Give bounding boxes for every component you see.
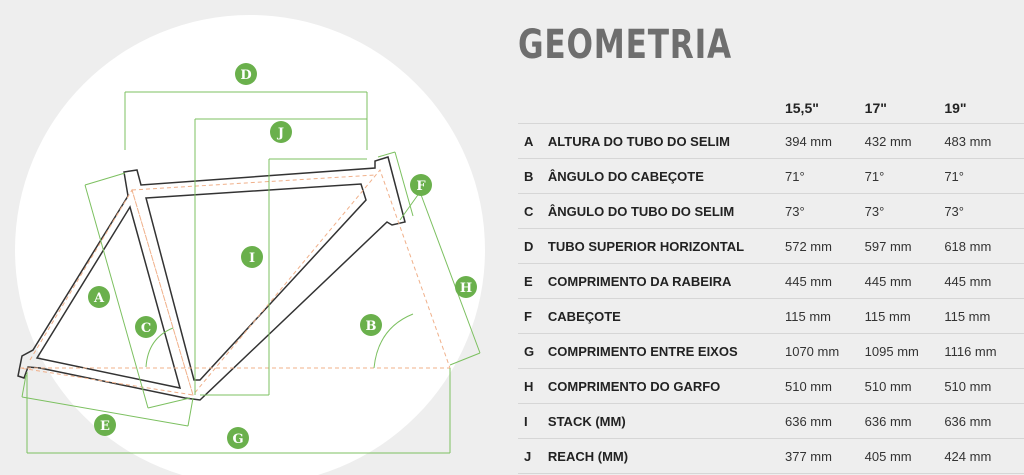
frame-geometry-diagram: D J I A C B F H E G (15, 15, 485, 475)
row-value: 73° (784, 193, 865, 229)
svg-text:D: D (240, 68, 251, 83)
row-letter: A (518, 123, 548, 159)
row-value: 432 mm (864, 123, 945, 159)
dimension-label-A: A (88, 286, 110, 308)
row-value: 73° (864, 193, 945, 229)
row-letter: D (518, 228, 548, 264)
row-name: COMPRIMENTO ENTRE EIXOS (547, 333, 785, 369)
row-name: ALTURA DO TUBO DO SELIM (547, 123, 785, 159)
row-value: 424 mm (944, 438, 1024, 474)
row-name: CABEÇOTE (547, 298, 785, 334)
row-value: 597 mm (864, 228, 945, 264)
svg-text:C: C (141, 321, 151, 336)
row-letter: F (518, 298, 548, 334)
row-value: 445 mm (944, 263, 1024, 299)
row-letter: C (518, 193, 548, 229)
row-value: 572 mm (784, 228, 865, 264)
bike-frame (17, 156, 406, 401)
row-value: 618 mm (944, 228, 1024, 264)
row-letter: B (518, 158, 548, 194)
row-value: 510 mm (784, 368, 865, 404)
row-name: STACK (MM) (547, 403, 785, 439)
row-value: 405 mm (864, 438, 945, 474)
row-name: COMPRIMENTO DA RABEIRA (547, 263, 785, 299)
row-value: 1095 mm (864, 333, 945, 369)
column-size: 15,5" (784, 100, 819, 116)
dimension-label-C: C (135, 316, 157, 338)
dimension-lines (21, 91, 481, 454)
row-letter: H (518, 368, 548, 404)
dimension-label-B: B (360, 314, 382, 336)
svg-text:A: A (93, 291, 105, 306)
row-value: 377 mm (784, 438, 865, 474)
row-letter: G (518, 333, 548, 369)
row-name: COMPRIMENTO DO GARFO (547, 368, 785, 404)
row-value: 115 mm (864, 298, 945, 334)
row-value: 73° (944, 193, 1024, 229)
row-value: 1116 mm (944, 333, 1024, 369)
row-letter: I (518, 403, 548, 439)
dimension-label-F: F (410, 174, 432, 196)
svg-text:F: F (416, 179, 426, 194)
row-value: 71° (784, 158, 865, 194)
row-value: 115 mm (784, 298, 865, 334)
row-value: 636 mm (784, 403, 865, 439)
row-value: 636 mm (944, 403, 1024, 439)
dimension-label-I: I (241, 246, 263, 268)
page-title: GEOMETRIA (518, 22, 732, 68)
row-name: TUBO SUPERIOR HORIZONTAL (547, 228, 785, 264)
dimension-label-D: D (235, 63, 257, 85)
svg-text:I: I (249, 251, 255, 266)
row-value: 71° (944, 158, 1024, 194)
row-value: 483 mm (944, 123, 1024, 159)
row-name: REACH (MM) (547, 438, 785, 474)
row-name: ÂNGULO DO TUBO DO SELIM (547, 193, 785, 229)
table-header: 15,5" 17" 19" (518, 93, 1024, 124)
svg-text:H: H (460, 281, 472, 296)
row-letter: J (518, 438, 548, 474)
row-value: 510 mm (944, 368, 1024, 404)
row-value: 394 mm (784, 123, 865, 159)
svg-text:E: E (100, 419, 110, 434)
svg-text:J: J (277, 126, 284, 141)
row-value: 510 mm (864, 368, 945, 404)
dimension-label-H: H (455, 276, 477, 298)
dimension-label-G: G (227, 427, 249, 449)
dimension-label-J: J (270, 121, 292, 143)
row-value: 636 mm (864, 403, 945, 439)
row-value: 445 mm (864, 263, 945, 299)
dimension-label-E: E (94, 414, 116, 436)
row-value: 1070 mm (784, 333, 865, 369)
row-name: ÂNGULO DO CABEÇOTE (547, 158, 785, 194)
row-letter: E (518, 263, 548, 299)
column-size: 17" (864, 100, 887, 116)
row-value: 71° (864, 158, 945, 194)
row-value: 115 mm (944, 298, 1024, 334)
centerline-dashes (19, 169, 451, 397)
row-value: 445 mm (784, 263, 865, 299)
svg-text:G: G (232, 432, 243, 447)
column-size: 19" (944, 100, 967, 116)
svg-text:B: B (366, 319, 377, 334)
